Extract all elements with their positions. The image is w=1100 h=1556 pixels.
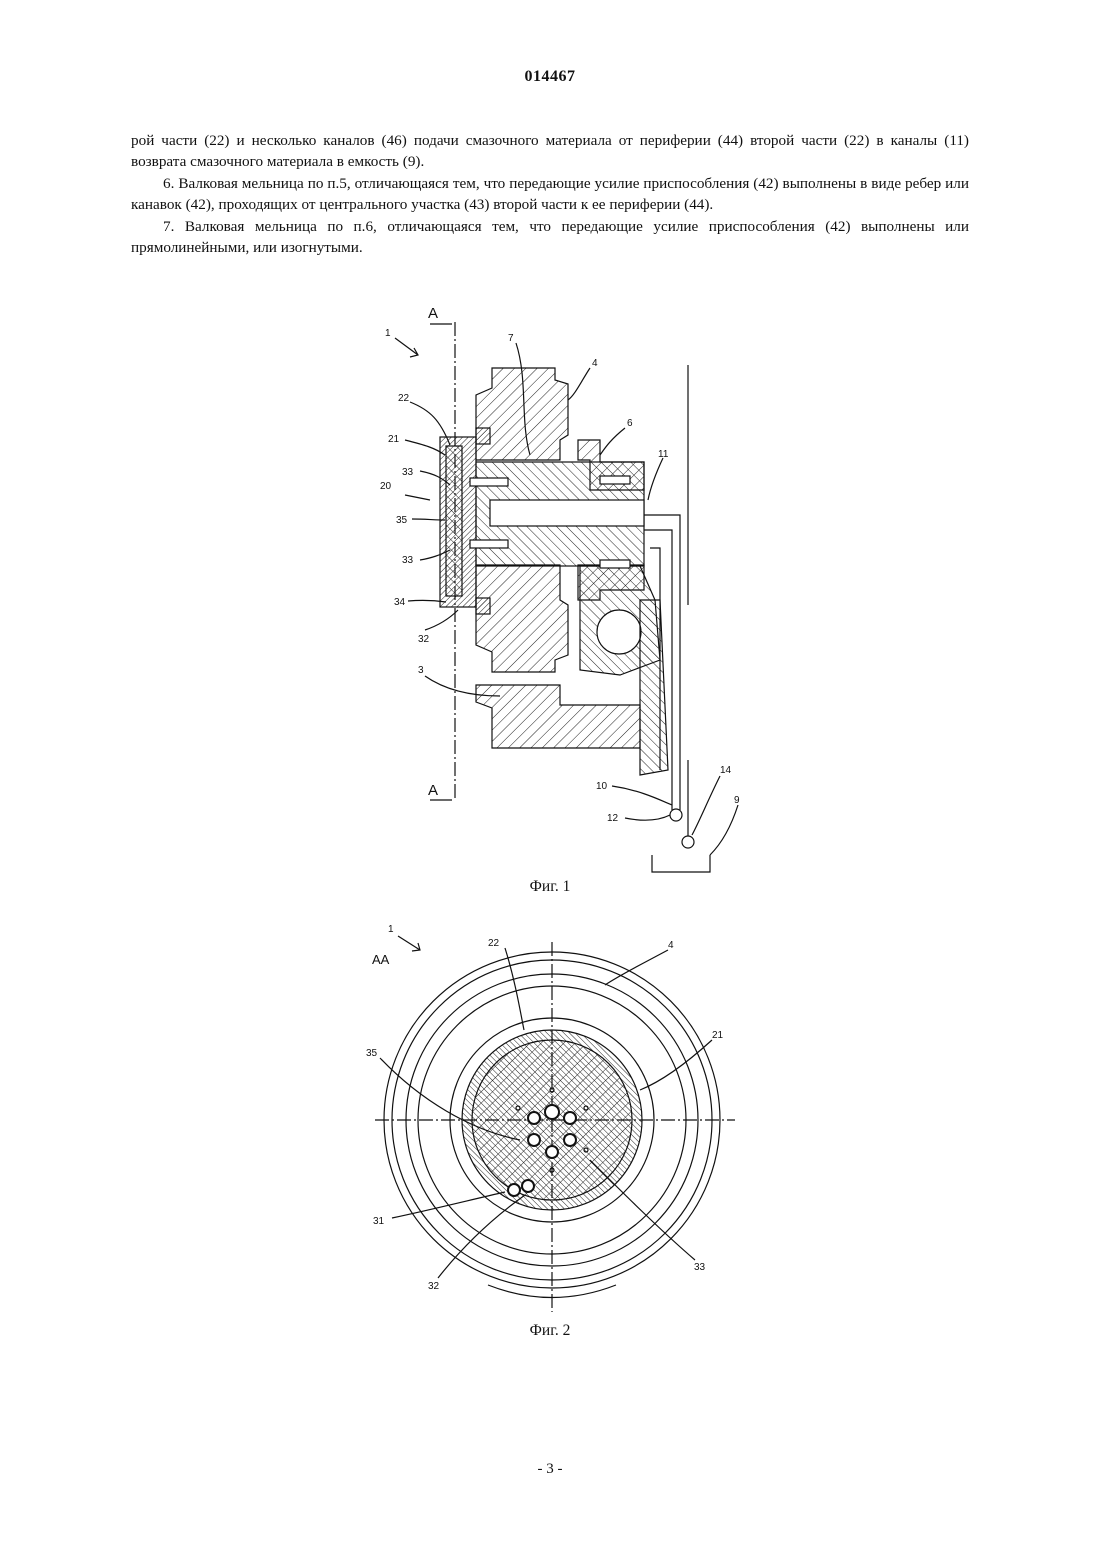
fig2-label-32: 32	[428, 1281, 440, 1292]
fig1-label-14: 14	[720, 765, 732, 776]
fig1-label-9: 9	[734, 795, 740, 806]
port-3	[528, 1134, 540, 1146]
paragraph-claim-6: 6. Валковая мельница по п.5, отличающаяс…	[131, 173, 969, 215]
gear-32	[522, 1180, 534, 1192]
fig2-label-33: 33	[694, 1262, 706, 1273]
fig1-label-22: 22	[398, 393, 410, 404]
document-number: 014467	[0, 68, 1100, 86]
leader-21	[405, 440, 445, 455]
fig1-label-3: 3	[418, 665, 424, 676]
fig1-label-1: 1	[385, 328, 391, 339]
fig1-label-6: 6	[627, 418, 633, 429]
bolt-right-bottom	[600, 560, 630, 568]
port-hole	[597, 610, 641, 654]
roller-housing-bottom	[476, 565, 568, 672]
port-4	[564, 1134, 576, 1146]
bolt-bottom	[470, 540, 508, 548]
reservoir-9	[652, 855, 710, 872]
fig2-label-21: 21	[712, 1030, 724, 1041]
fig2-label-1: 1	[388, 924, 394, 935]
fig1-label-21: 21	[388, 434, 400, 445]
bolt-top	[470, 478, 508, 486]
leader-1	[395, 338, 418, 355]
figure-1-drawing: A A 1 7 4 22 6 21 11 33 20 35 33 34 32 3…	[0, 300, 1100, 880]
fig1-label-33a: 33	[402, 467, 414, 478]
leader-4	[568, 368, 590, 400]
cover-flange-bottom	[476, 598, 490, 614]
fig1-label-11: 11	[658, 449, 669, 460]
fig1-label-20: 20	[380, 481, 392, 492]
fig1-label-12: 12	[607, 813, 619, 824]
leader-14	[692, 776, 720, 835]
fig1-label-33b: 33	[402, 555, 414, 566]
leader-11	[648, 458, 663, 500]
fig1-label-10: 10	[596, 781, 608, 792]
leader-6	[600, 428, 625, 455]
fig2-leader-33	[590, 1160, 695, 1260]
page-footer: - 3 -	[0, 1461, 1100, 1478]
figure-2-caption: Фиг. 2	[0, 1322, 1100, 1340]
roller-housing-top	[476, 368, 568, 460]
base-3	[476, 685, 640, 748]
fig2-leader-21	[640, 1040, 712, 1090]
fig1-label-32: 32	[418, 634, 430, 645]
fig2-leader-31	[392, 1192, 505, 1218]
fig1-label-34: 34	[394, 597, 406, 608]
fig2-label-35: 35	[366, 1048, 378, 1059]
claims-text: рой части (22) и несколько каналов (46) …	[131, 130, 969, 259]
leader-9	[710, 805, 738, 855]
bolt-right-top	[600, 476, 630, 484]
leader-10	[612, 786, 672, 805]
port-1	[528, 1112, 540, 1124]
support-wall	[640, 600, 668, 775]
leader-12	[625, 815, 670, 820]
fig2-label-4: 4	[668, 940, 674, 951]
pump-12	[670, 809, 682, 821]
valve-14	[682, 836, 694, 848]
fig1-label-7: 7	[508, 333, 514, 344]
section-mark-top: A	[428, 305, 438, 322]
section-mark-bottom: A	[428, 782, 438, 799]
fig1-label-35: 35	[396, 515, 408, 526]
figure-2: 1 AA 22 4 21 35 31 33 32	[0, 920, 1100, 1320]
fig2-leader-1	[398, 936, 420, 950]
shaft-bore	[490, 500, 644, 526]
gear-31	[508, 1184, 520, 1196]
cover-flange-top	[476, 428, 490, 444]
port-5	[546, 1146, 558, 1158]
figure-1-caption: Фиг. 1	[0, 878, 1100, 896]
paragraph-claim-7: 7. Валковая мельница по п.6, отличающаяс…	[131, 216, 969, 258]
port-center	[545, 1105, 559, 1119]
leader-20	[405, 495, 430, 500]
fig2-leader-4	[605, 950, 668, 985]
figure-2-drawing: 1 AA 22 4 21 35 31 33 32	[0, 920, 1100, 1320]
fig1-label-4: 4	[592, 358, 598, 369]
fig2-label-31: 31	[373, 1216, 385, 1227]
cover-part-21	[446, 446, 462, 596]
port-2	[564, 1112, 576, 1124]
figure-1: A A 1 7 4 22 6 21 11 33 20 35 33 34 32 3…	[0, 300, 1100, 880]
leader-32	[425, 610, 458, 630]
fig2-section-name: AA	[372, 952, 390, 967]
paragraph-continuation: рой части (22) и несколько каналов (46) …	[131, 130, 969, 172]
fig2-label-22: 22	[488, 938, 500, 949]
